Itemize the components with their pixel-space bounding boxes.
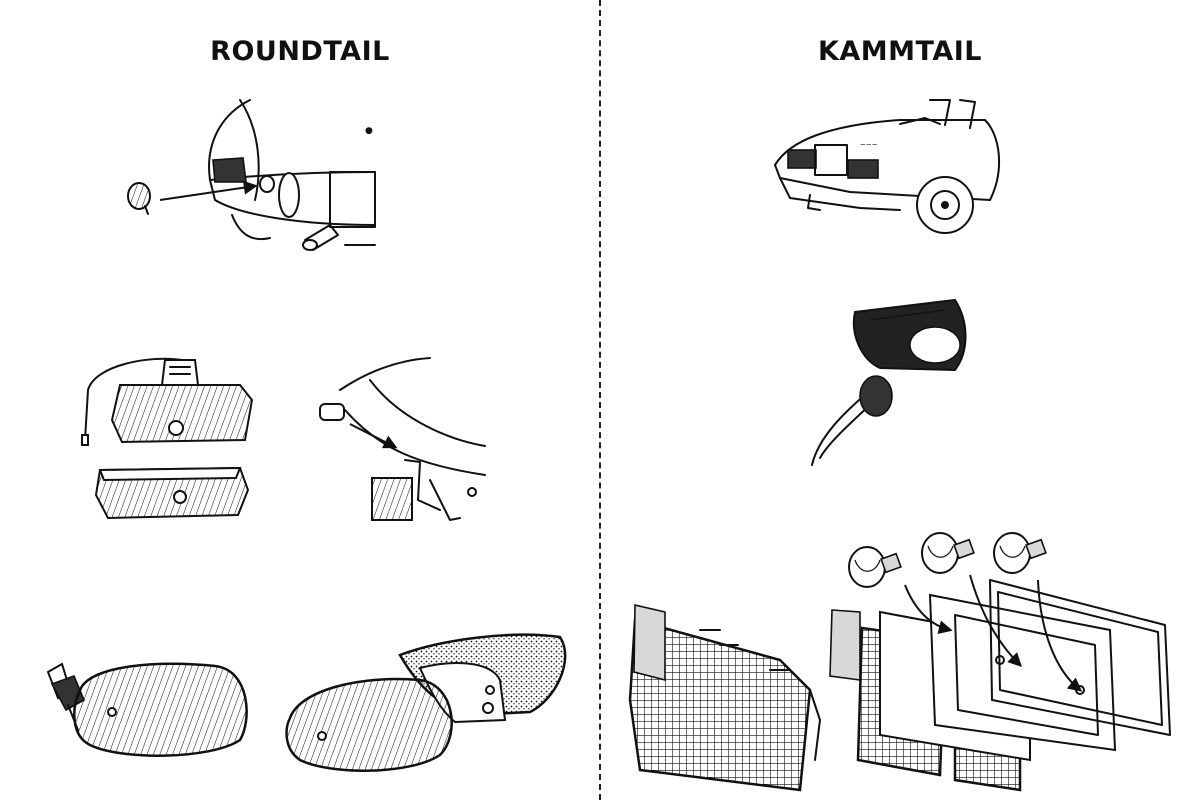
kammtail-bulb-arrow-1 xyxy=(904,584,953,635)
roundtail-car-rear-drawing: ● xyxy=(208,99,376,251)
section-divider xyxy=(599,0,601,800)
svg-text:●: ● xyxy=(365,126,373,136)
kammtail-heading: KAMMTAIL xyxy=(817,36,983,67)
roundtail-reflector-drawing xyxy=(319,357,486,521)
kammtail-bulb-arrow-2 xyxy=(969,574,1022,667)
roundtail-side-marker-small xyxy=(127,182,151,215)
roundtail-plate-lamp-drawing xyxy=(81,357,254,520)
kammtail-bulb-arrow-3 xyxy=(1037,579,1083,692)
roundtail-fitting-arrow xyxy=(159,180,258,201)
kammtail-bulb-3 xyxy=(993,532,1047,574)
roundtail-rear-light-exploded xyxy=(285,633,567,772)
kammtail-side-marker-drawing xyxy=(811,298,967,466)
kammtail-rear-light-exploded xyxy=(829,579,1171,792)
svg-text:~~~: ~~~ xyxy=(860,141,878,149)
roundtail-heading: ROUNDTAIL xyxy=(210,36,390,67)
roundtail-rear-light-left xyxy=(46,662,248,757)
kammtail-car-drawing: ~~~ xyxy=(774,99,1001,234)
kammtail-bulb-2 xyxy=(921,532,975,574)
kammtail-rear-light-assembled xyxy=(628,603,821,792)
kammtail-bulb-1 xyxy=(848,546,902,588)
